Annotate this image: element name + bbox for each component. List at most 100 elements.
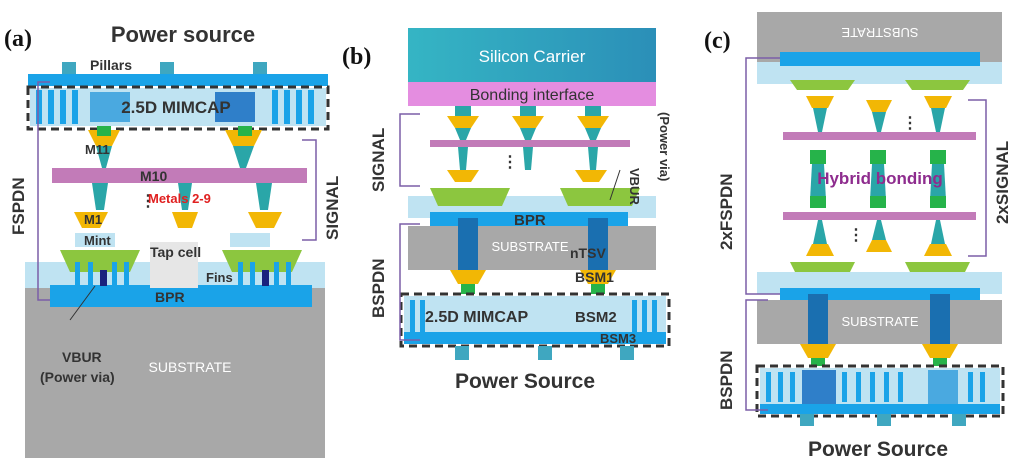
- b-mimcap-label: 2.5D MIMCAP: [425, 309, 528, 326]
- c-via-yellow: [806, 244, 834, 256]
- a-fspdn-bracket: [37, 81, 50, 301]
- b-bottom-pillar: [620, 346, 634, 360]
- a-mint-pad: [230, 233, 270, 247]
- c-via-taper: [872, 112, 886, 132]
- c-mimcap-fin: [980, 372, 985, 402]
- b-via-green: [591, 284, 605, 294]
- a-vbur-via: [262, 270, 269, 286]
- b-via-top: [585, 106, 601, 116]
- b-mimcap-fin: [632, 300, 637, 332]
- a-via: [97, 126, 111, 136]
- panel-b: ⋮ (b) Silicon Ca: [342, 28, 672, 393]
- b-carrier-label: Silicon Carrier: [479, 47, 586, 66]
- a-bpr-rail: [50, 285, 312, 307]
- b-via-taper: [588, 147, 598, 170]
- b-via-yellow: [447, 170, 479, 182]
- b-via-yellow: [447, 116, 479, 128]
- a-fin: [75, 262, 80, 286]
- b-via-taper: [458, 147, 468, 170]
- a-metals-label: Metals 2-9: [148, 191, 211, 206]
- a-mimcap-fin: [308, 90, 314, 124]
- a-m1-label: M1: [84, 212, 102, 227]
- a-m10-bar: [52, 168, 307, 183]
- c-via-taper: [872, 220, 886, 240]
- c-via-yellow: [924, 96, 952, 108]
- c-dots: ⋮: [902, 115, 918, 132]
- a-signal-label: SIGNAL: [323, 176, 342, 240]
- c-bottom-rail: [760, 404, 1000, 414]
- c-via-yellow: [806, 96, 834, 108]
- c-via-taper: [810, 164, 826, 200]
- a-vbur-sub-label: (Power via): [40, 369, 115, 385]
- c-bspdn-bracket: [745, 299, 768, 411]
- a-fins-label: Fins: [206, 270, 233, 285]
- a-mimcap-box: [26, 85, 330, 131]
- panel-a: (a) Power source Pillars 2.5D MIMCAP M11…: [4, 22, 342, 458]
- a-title: Power source: [111, 22, 255, 47]
- b-via-taper: [585, 128, 601, 140]
- b-bsm1-via: [450, 270, 486, 284]
- b-via-yellow: [512, 116, 544, 128]
- b-bsm1-label: BSM1: [575, 269, 614, 285]
- c-substrate-label: SUBSTRATE: [841, 314, 918, 329]
- b-bottom-pillar: [455, 346, 469, 360]
- c-ntsv: [930, 294, 950, 352]
- c-dots: ⋮: [848, 227, 864, 244]
- c-panel-tag: (c): [704, 28, 731, 54]
- c-mimcap-layer: [760, 368, 1000, 406]
- c-via-green: [870, 150, 886, 164]
- c-mimcap-fin: [898, 372, 903, 402]
- c-bottom-pillar: [877, 414, 891, 426]
- b-via-yellow: [575, 170, 607, 182]
- b-bspdn-bracket: [399, 223, 420, 341]
- c-mimcap-fin: [790, 372, 795, 402]
- c-signal-bracket: [968, 99, 987, 257]
- a-fin: [88, 262, 93, 286]
- a-pillar-taper: [92, 183, 108, 210]
- a-pillar: [253, 62, 267, 74]
- a-mimcap-fin: [72, 90, 78, 124]
- c-top-rail: [780, 52, 980, 66]
- c-bsm1-via: [800, 344, 836, 358]
- b-mimcap-fin: [410, 300, 415, 332]
- a-bpr-label: BPR: [155, 289, 185, 305]
- c-via-taper: [813, 108, 827, 132]
- a-vbur-label: VBUR: [62, 349, 102, 365]
- c-fin-block-top: [790, 80, 855, 90]
- c-mimcap-fin: [856, 372, 861, 402]
- a-m1-via: [172, 212, 198, 228]
- b-vbur-sub-label: (Power via): [657, 112, 672, 181]
- a-mint-pad: [75, 233, 115, 247]
- c-mimcap-fin: [884, 372, 889, 402]
- a-mimcap-block: [215, 92, 255, 122]
- c-bottom-pillar: [952, 414, 966, 426]
- a-mimcap-fin: [296, 90, 302, 124]
- b-vbur-pointer: [609, 169, 621, 201]
- b-bsm3-rail: [404, 332, 666, 344]
- a-fin: [274, 262, 279, 286]
- a-pillar-taper: [178, 183, 192, 210]
- a-mimcap-block: [90, 92, 130, 122]
- a-panel-tag: (a): [4, 26, 32, 52]
- a-substrate-label: SUBSTRATE: [149, 359, 232, 375]
- c-via-green: [810, 196, 826, 208]
- c-power-source-label: Power Source: [808, 438, 948, 461]
- b-substrate-label: SUBSTRATE: [491, 239, 568, 254]
- c-via-green: [810, 150, 826, 164]
- a-mimcap-fin: [36, 90, 42, 124]
- a-mint-label: Mint: [84, 233, 111, 248]
- c-fin-block-top: [905, 80, 970, 90]
- a-dots: ⋮: [140, 193, 156, 210]
- b-panel-tag: (b): [342, 44, 371, 70]
- c-via-green: [811, 358, 825, 366]
- b-bonding-label: Bonding interface: [470, 87, 595, 104]
- a-pillar: [62, 62, 76, 74]
- b-substrate-layer: [408, 226, 656, 270]
- b-ntsv: [458, 218, 478, 278]
- a-via: [238, 126, 252, 136]
- c-mimcap-fin: [870, 372, 875, 402]
- a-pillar-taper: [256, 183, 272, 210]
- a-pillar: [160, 62, 174, 74]
- c-via-yellow: [866, 240, 892, 252]
- c-via-green: [930, 196, 946, 208]
